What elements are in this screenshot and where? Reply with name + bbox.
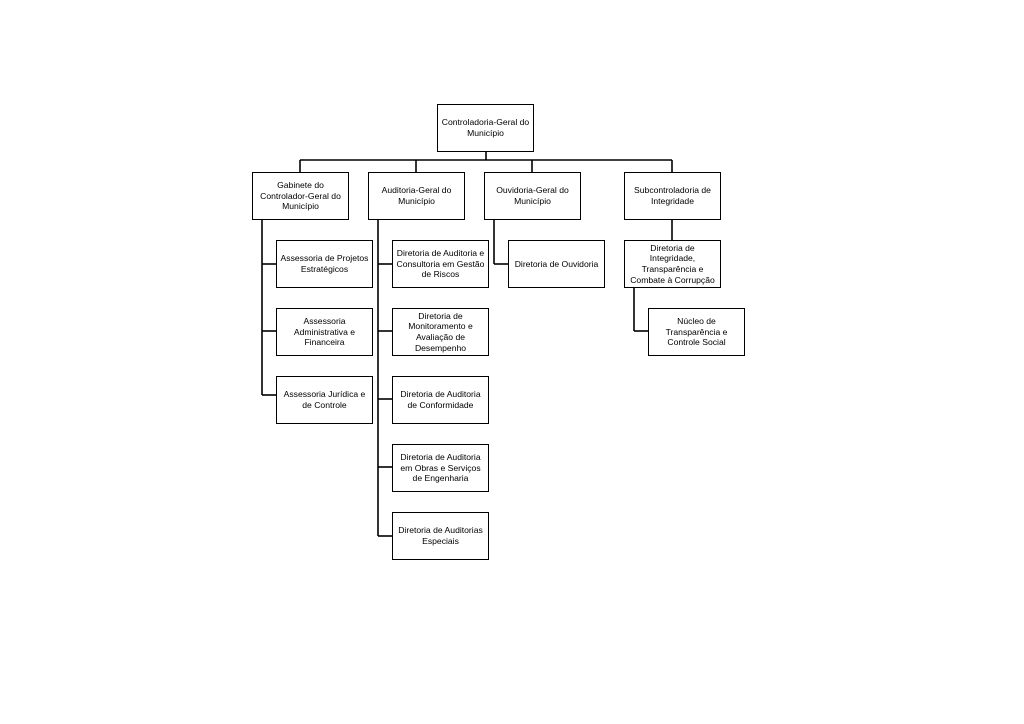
node-label: Controladoria-Geral do Município: [441, 117, 530, 138]
node-label: Assessoria Jurídica e de Controle: [283, 389, 366, 410]
node-label: Subcontroladoria de Integridade: [634, 185, 711, 206]
node-diretoria-obras: Diretoria de Auditoria em Obras e Serviç…: [392, 444, 489, 492]
node-controladoria-geral: Controladoria-Geral do Município: [437, 104, 534, 152]
node-label: Diretoria de Ouvidoria: [514, 258, 599, 269]
node-label: Auditoria-Geral do Município: [381, 185, 452, 206]
node-label: Diretoria de Auditoria em Obras e Serviç…: [400, 452, 481, 484]
node-diretoria-auditoria-riscos: Diretoria de Auditoria e Consultoria em …: [392, 240, 489, 288]
node-label: Diretoria de Auditorias Especiais: [398, 525, 483, 546]
node-assessoria-projetos: Assessoria de Projetos Estratégicos: [276, 240, 373, 288]
node-ouvidoria-geral: Ouvidoria-Geral do Município: [484, 172, 581, 220]
node-label: Diretoria de Auditoria de Conformidade: [400, 389, 481, 410]
node-diretoria-ouvidoria: Diretoria de Ouvidoria: [508, 240, 605, 288]
node-diretoria-conformidade: Diretoria de Auditoria de Conformidade: [392, 376, 489, 424]
node-label: Diretoria de Auditoria e Consultoria em …: [396, 248, 485, 280]
node-label: Gabinete do Controlador-Geral do Municíp…: [260, 180, 341, 212]
node-label: Diretoria de Monitoramento e Avaliação d…: [408, 310, 473, 353]
node-label: Assessoria de Projetos Estratégicos: [280, 253, 369, 274]
node-diretoria-integridade: Diretoria de Integridade, Transparência …: [624, 240, 721, 288]
node-label: Diretoria de Integridade, Transparência …: [630, 242, 715, 285]
node-assessoria-juridica: Assessoria Jurídica e de Controle: [276, 376, 373, 424]
node-gabinete: Gabinete do Controlador-Geral do Municíp…: [252, 172, 349, 220]
node-assessoria-administrativa: Assessoria Administrativa e Financeira: [276, 308, 373, 356]
node-subcontroladoria: Subcontroladoria de Integridade: [624, 172, 721, 220]
node-auditoria-geral: Auditoria-Geral do Município: [368, 172, 465, 220]
node-label: Ouvidoria-Geral do Município: [496, 185, 569, 206]
node-diretoria-especiais: Diretoria de Auditorias Especiais: [392, 512, 489, 560]
node-label: Assessoria Administrativa e Financeira: [293, 316, 356, 348]
node-label: Núcleo de Transparência e Controle Socia…: [665, 316, 728, 348]
node-diretoria-monitoramento: Diretoria de Monitoramento e Avaliação d…: [392, 308, 489, 356]
node-nucleo-transparencia: Núcleo de Transparência e Controle Socia…: [648, 308, 745, 356]
